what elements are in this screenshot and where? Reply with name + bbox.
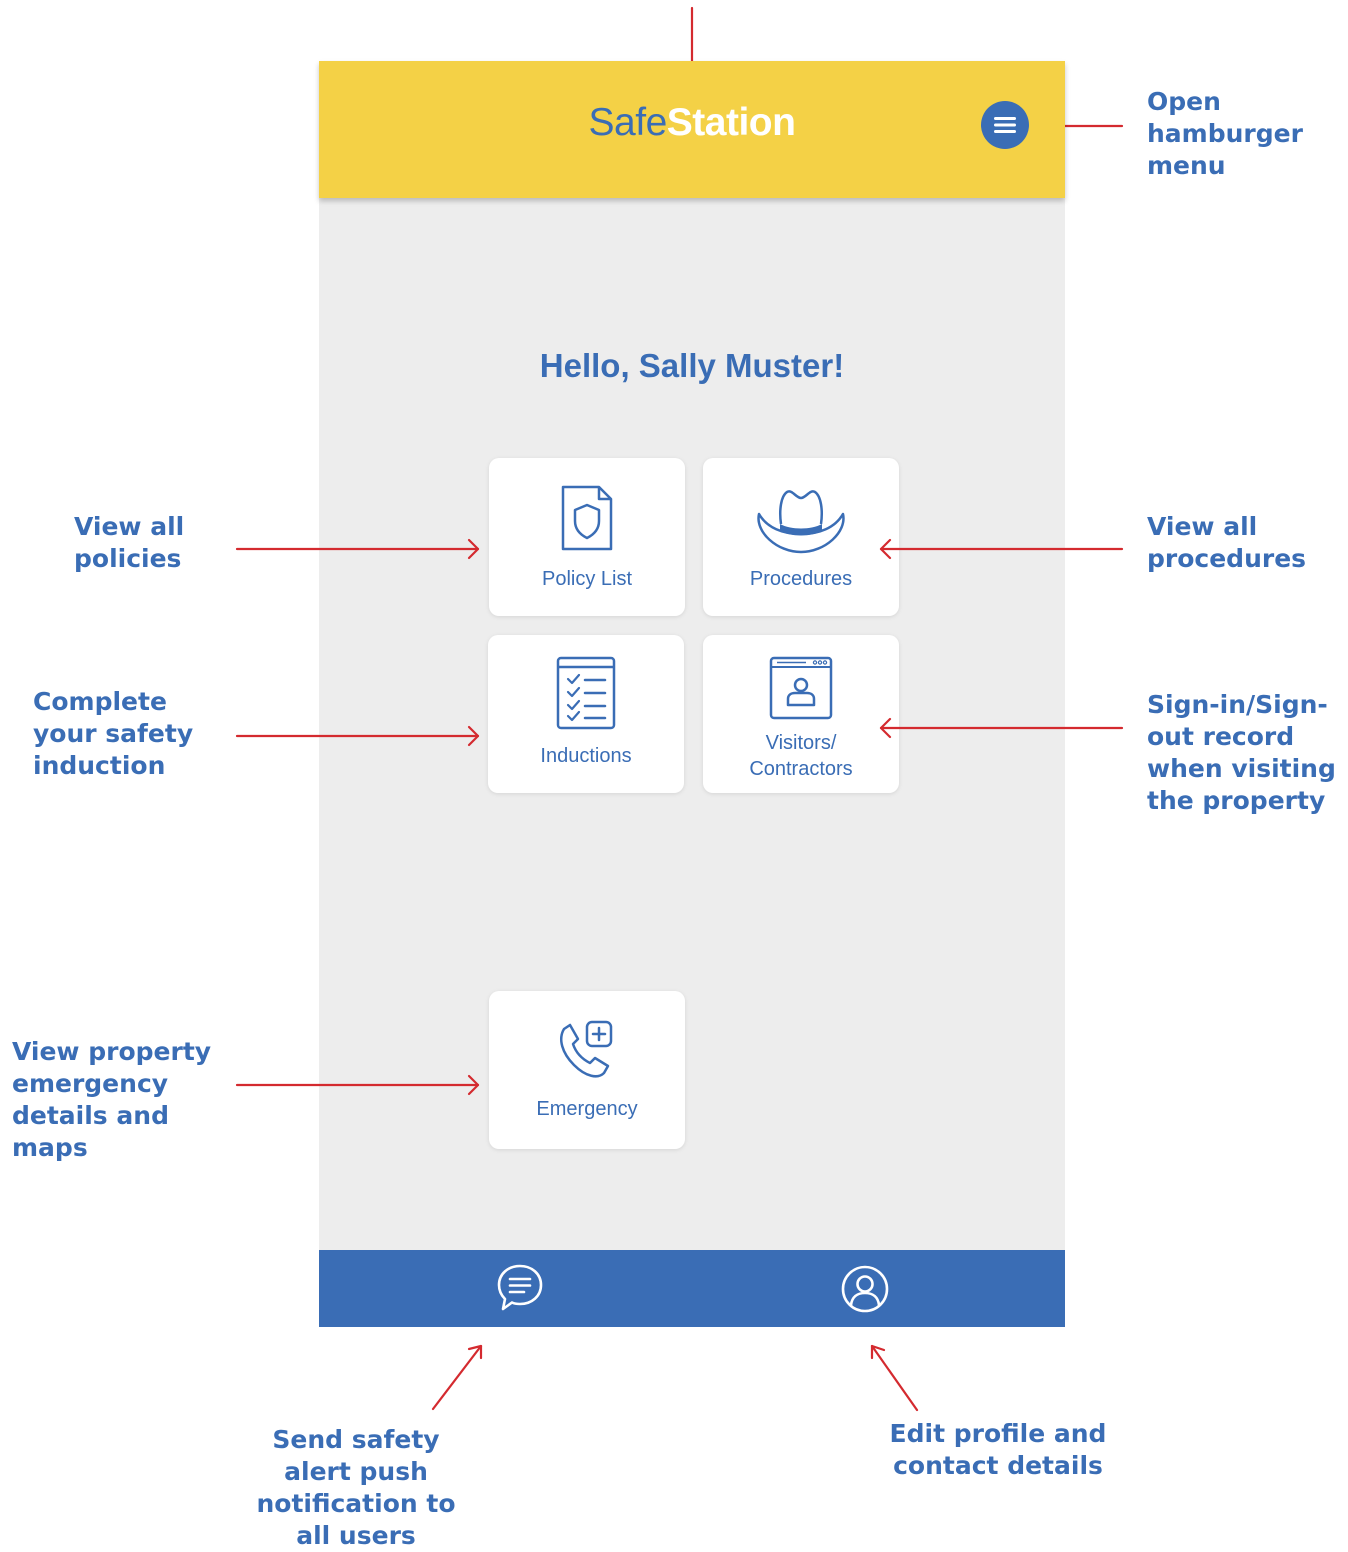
- inductions-tile[interactable]: Inductions: [488, 635, 684, 793]
- annotation-emergency: View property emergency details and maps: [12, 1036, 211, 1164]
- hat-icon: [757, 490, 845, 554]
- annotation-policies: View all policies: [74, 511, 184, 575]
- annotation-line: contact details: [893, 1451, 1103, 1480]
- annotation-line: maps: [12, 1133, 88, 1162]
- annotation-line: alert push: [284, 1457, 428, 1486]
- annotation-line: induction: [33, 751, 166, 780]
- annotation-line: details and: [12, 1101, 169, 1130]
- visitors-contractors-label: Visitors/ Contractors: [703, 730, 899, 782]
- phone-plus-icon: [560, 1020, 613, 1078]
- arrow-to-chat: [431, 1344, 483, 1411]
- annotation-line: Complete: [33, 687, 167, 716]
- bottom-navigation-bar: [319, 1250, 1065, 1327]
- annotation-line: notification to: [256, 1489, 456, 1518]
- annotation-procedures: View all procedures: [1147, 511, 1306, 575]
- visitor-badge-icon: [769, 656, 833, 720]
- arrow-to-profile: [870, 1344, 919, 1412]
- chat-bubble-icon[interactable]: [496, 1263, 544, 1313]
- app-header: SafeStation: [319, 61, 1065, 198]
- annotation-menu: Open hamburger menu: [1147, 86, 1303, 182]
- visitors-contractors-tile[interactable]: Visitors/ Contractors: [703, 635, 899, 793]
- logo-safe-text: Safe: [588, 101, 668, 144]
- annotation-line: hamburger: [1147, 119, 1303, 148]
- procedures-tile[interactable]: Procedures: [703, 458, 899, 616]
- app-logo: SafeStation: [319, 101, 1065, 145]
- emergency-tile[interactable]: Emergency: [489, 991, 685, 1149]
- annotation-line: when visiting: [1147, 754, 1336, 783]
- user-circle-icon[interactable]: [840, 1264, 890, 1314]
- hamburger-menu-button[interactable]: [981, 101, 1029, 149]
- greeting-heading: Hello, Sally Muster!: [539, 347, 845, 384]
- annotation-line: View all: [1147, 512, 1258, 541]
- annotation-alert: Send safety alert push notification to a…: [236, 1424, 476, 1552]
- annotation-line: Sign-in/Sign-: [1147, 690, 1328, 719]
- annotation-line: menu: [1147, 151, 1226, 180]
- hamburger-icon: [994, 117, 1016, 133]
- visitors-label-line2: Contractors: [749, 758, 853, 780]
- policy-list-label: Policy List: [541, 568, 633, 590]
- visitors-label-line1: Visitors/: [765, 732, 837, 754]
- annotation-line: procedures: [1147, 544, 1307, 573]
- annotation-line: Open: [1147, 87, 1221, 116]
- policy-list-tile[interactable]: Policy List: [489, 458, 685, 616]
- annotation-line: emergency: [12, 1069, 169, 1098]
- procedures-label: Procedures: [749, 568, 853, 590]
- annotation-line: the property: [1147, 786, 1326, 815]
- app-screen: SafeStation Hello, Sally Muster! Policy …: [319, 61, 1065, 1327]
- annotation-line: all users: [296, 1521, 416, 1550]
- annotation-line: out record: [1147, 722, 1295, 751]
- annotation-line: View property: [12, 1037, 212, 1066]
- annotation-line: Send safety: [272, 1425, 440, 1454]
- emergency-label: Emergency: [536, 1098, 638, 1120]
- logo-station-text: Station: [666, 101, 796, 144]
- annotation-profile: Edit profile and contact details: [868, 1418, 1128, 1482]
- document-shield-icon: [561, 485, 613, 551]
- inductions-label: Inductions: [540, 745, 632, 767]
- annotation-line: Edit profile and: [889, 1419, 1107, 1448]
- annotation-line: View all: [74, 512, 185, 541]
- annotation-visitors: Sign-in/Sign- out record when visiting t…: [1147, 689, 1336, 817]
- checklist-icon: [556, 656, 616, 730]
- annotation-line: your safety: [33, 719, 194, 748]
- annotation-line: policies: [74, 544, 182, 573]
- annotation-induction: Complete your safety induction: [33, 686, 193, 782]
